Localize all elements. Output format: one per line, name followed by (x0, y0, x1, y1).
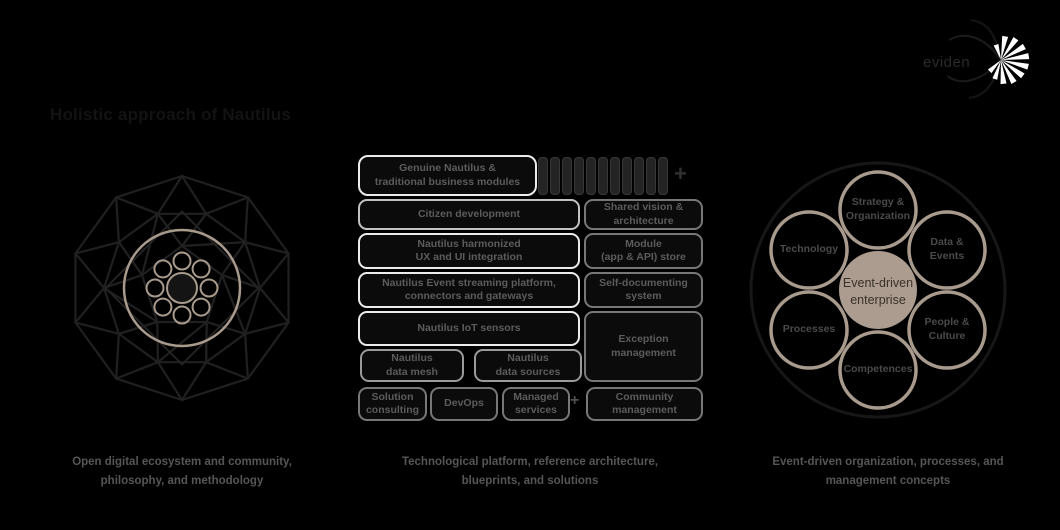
module-tile (574, 157, 584, 195)
satellite-circle (838, 330, 918, 410)
geodesic-sphere-icon (74, 174, 290, 402)
satellite-circle (907, 210, 987, 290)
platform-stack: Genuine Nautilus & traditional business … (358, 155, 704, 427)
box-data-sources: Nautilus data sources (474, 349, 582, 382)
outer-circle (749, 161, 1007, 419)
satellite-circle (907, 290, 987, 370)
plus-icon: + (674, 161, 687, 186)
geodesic-sphere-diagram (62, 168, 302, 408)
box-citizen-development: Citizen development (358, 199, 580, 230)
right-caption: Event-driven organization, processes, an… (772, 456, 1004, 487)
box-community-management: Community management (586, 387, 703, 421)
event-driven-diagram (748, 160, 1008, 420)
module-tile (586, 157, 596, 195)
rosette-center (166, 272, 198, 304)
page-title: Holistic approach of Nautilus (50, 105, 291, 124)
satellite-circle (769, 290, 849, 370)
left-caption: Open digital ecosystem and community, ph… (72, 456, 292, 487)
box-managed-services: Managed services (502, 387, 570, 421)
center-circle (839, 251, 917, 329)
module-tile (598, 157, 608, 195)
tan-ring (122, 228, 242, 348)
eviden-logo-text: eviden (923, 54, 971, 71)
module-tile (646, 157, 656, 195)
box-iot-sensors: Nautilus IoT sensors (358, 311, 580, 346)
box-ux-ui-integration: Nautilus harmonized UX and UI integratio… (358, 233, 580, 269)
event-driven-labels: Strategy & Organization Data & Events Pe… (748, 160, 1008, 420)
satellite-label: Processes (782, 323, 836, 335)
box-shared-vision: Shared vision & architecture (584, 199, 703, 230)
satellite-circle (838, 170, 918, 250)
module-tile (622, 157, 632, 195)
satellite-circle (769, 210, 849, 290)
box-self-documenting: Self-documenting system (584, 272, 703, 308)
box-solution-consulting: Solution consulting (358, 387, 427, 421)
satellite-label: Competences (843, 363, 913, 375)
module-tile (634, 157, 644, 195)
satellite-label: People & Culture (924, 316, 970, 342)
module-tile (610, 157, 620, 195)
box-data-mesh: Nautilus data mesh (360, 349, 464, 382)
event-driven-circles (749, 161, 1007, 419)
satellite-label: Data & Events (929, 236, 965, 262)
module-tile (538, 157, 548, 195)
starburst-icon (946, 19, 1030, 99)
module-tile (550, 157, 560, 195)
center-label: Event-driven enterprise (842, 276, 914, 307)
inner-square (104, 210, 260, 366)
module-tile (562, 157, 572, 195)
box-devops: DevOps (430, 387, 498, 421)
middle-caption: Technological platform, reference archit… (401, 456, 659, 487)
box-genuine-modules: Genuine Nautilus & traditional business … (358, 155, 537, 196)
box-event-streaming: Nautilus Event streaming platform, conne… (358, 272, 580, 308)
plus-icon: + (570, 392, 580, 409)
eviden-logo: eviden (915, 18, 1045, 106)
satellite-label: Strategy & Organization (845, 196, 911, 222)
module-tile (658, 157, 668, 195)
rosette-icon (145, 251, 219, 325)
box-module-store: Module (app & API) store (584, 233, 703, 269)
satellite-label: Technology (779, 243, 839, 255)
box-exception-management: Exception management (584, 311, 703, 382)
module-strip (538, 157, 670, 195)
